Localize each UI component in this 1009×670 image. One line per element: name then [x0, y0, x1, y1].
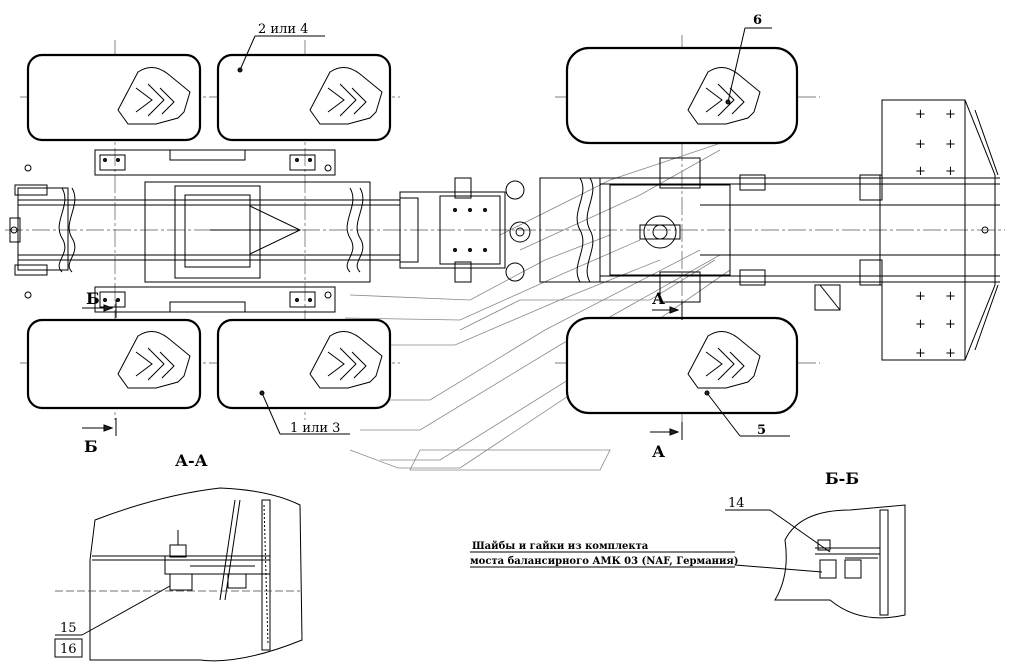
labels: 2 или 4 1 или 3 6 5 14 15 16 А-А Б-Б А А…: [60, 13, 859, 657]
wheels: [26, 46, 799, 415]
tread-patterns: [117, 67, 761, 389]
svg-text:+: +: [915, 107, 926, 122]
svg-text:+: +: [945, 137, 956, 152]
section-mark-a-top: А: [652, 289, 665, 308]
wheel-front-right: [565, 316, 799, 415]
wheel-rear-right-2: [216, 318, 392, 410]
label-part-14: 14: [728, 496, 745, 511]
svg-text:+: +: [945, 164, 956, 179]
svg-text:+: +: [945, 107, 956, 122]
wheel-rear-left-1: [26, 53, 202, 142]
svg-text:+: +: [945, 346, 956, 361]
note-line-1: Шайбы и гайки из комплекта: [472, 541, 649, 552]
detail-b-b: [470, 504, 906, 619]
phantom-outline: [340, 139, 731, 471]
label-part-1-or-3: 1 или 3: [290, 421, 340, 436]
svg-text:+: +: [915, 137, 926, 152]
section-mark-b-top: Б: [86, 289, 100, 308]
label-part-2-or-4: 2 или 4: [258, 22, 308, 37]
label-part-15: 15: [60, 621, 77, 636]
wheel-rear-right-1: [26, 318, 202, 410]
svg-text:+: +: [915, 346, 926, 361]
label-part-16: 16: [60, 642, 77, 657]
section-markers: [82, 300, 683, 440]
note-line-2: моста балансирного АМК 03 (NAF, Германия…: [470, 556, 739, 567]
wheel-front-left: [565, 46, 799, 145]
label-part-6: 6: [753, 13, 762, 28]
wheel-rear-left-2: [216, 53, 392, 142]
leader-lines: [237, 27, 790, 437]
svg-text:+: +: [915, 289, 926, 304]
detail-a-a: [54, 487, 303, 662]
label-part-5: 5: [757, 423, 766, 438]
svg-text:+: +: [945, 317, 956, 332]
section-title-b-b: Б-Б: [825, 469, 859, 488]
section-mark-b-bottom: Б: [84, 437, 98, 456]
section-mark-a-bottom: А: [652, 442, 665, 461]
rear-frame: + + + + + + + + + + + +: [539, 99, 1000, 361]
section-title-a-a: А-А: [175, 451, 208, 470]
front-frame: [9, 149, 531, 313]
svg-text:+: +: [945, 289, 956, 304]
svg-text:+: +: [915, 164, 926, 179]
svg-text:+: +: [915, 317, 926, 332]
